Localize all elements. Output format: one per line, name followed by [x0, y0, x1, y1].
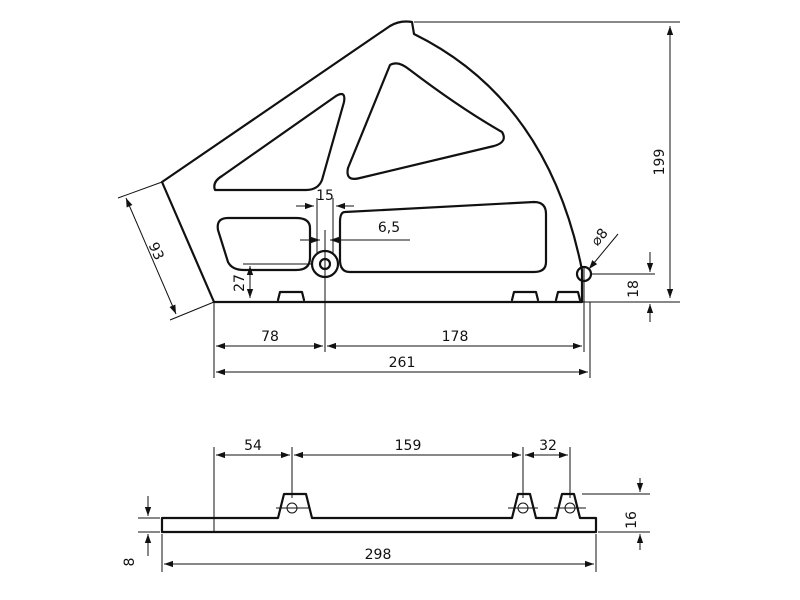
lower-right-slot-cutout — [338, 200, 548, 274]
dimension-261: 261 — [216, 355, 588, 376]
upper-window-cutout — [346, 62, 505, 180]
dim-8-label: 8 — [122, 558, 138, 567]
dimension-54-159-32: 54 159 32 — [213, 438, 571, 518]
dim-27-label: 27 — [232, 274, 248, 292]
left-window-cutout — [213, 92, 346, 192]
dimension-93: 93 — [117, 181, 215, 321]
base-lug-1 — [276, 290, 306, 302]
dim-298-label: 298 — [365, 547, 392, 563]
dim-159-label: 159 — [395, 438, 422, 454]
dimension-dia-8: ⌀8 — [588, 226, 619, 270]
base-lug-2 — [510, 290, 540, 302]
dimension-78-178: 78 178 — [213, 302, 591, 378]
bracket-outline — [160, 20, 584, 304]
dim-78-label: 78 — [261, 329, 279, 345]
dimension-27: 27 — [232, 263, 312, 298]
dimension-18: 18 — [592, 252, 655, 322]
dim-93-label: 93 — [145, 240, 167, 263]
dim-54-label: 54 — [244, 438, 262, 454]
dimension-16: 16 — [582, 478, 650, 550]
dim-16-label: 16 — [624, 511, 640, 529]
dim-261-label: 261 — [389, 355, 416, 371]
dimension-298: 298 — [161, 534, 597, 572]
dim-178-label: 178 — [442, 329, 469, 345]
dim-6-5-label: 6,5 — [378, 220, 400, 236]
base-plate-view — [160, 492, 598, 534]
dimension-6-5: 6,5 — [300, 220, 410, 244]
plate-outline — [160, 492, 598, 534]
base-lug-3 — [554, 290, 582, 302]
dim-32-label: 32 — [539, 438, 557, 454]
dimension-15: 15 — [296, 188, 354, 254]
dimension-199: 199 — [414, 21, 680, 303]
lower-left-slot-cutout — [216, 216, 312, 272]
dim-18-label: 18 — [626, 280, 642, 298]
dim-199-label: 199 — [652, 149, 668, 176]
hinge-bracket-elevation — [160, 20, 593, 352]
dimension-8: 8 — [122, 496, 160, 566]
dim-15-label: 15 — [316, 188, 334, 204]
